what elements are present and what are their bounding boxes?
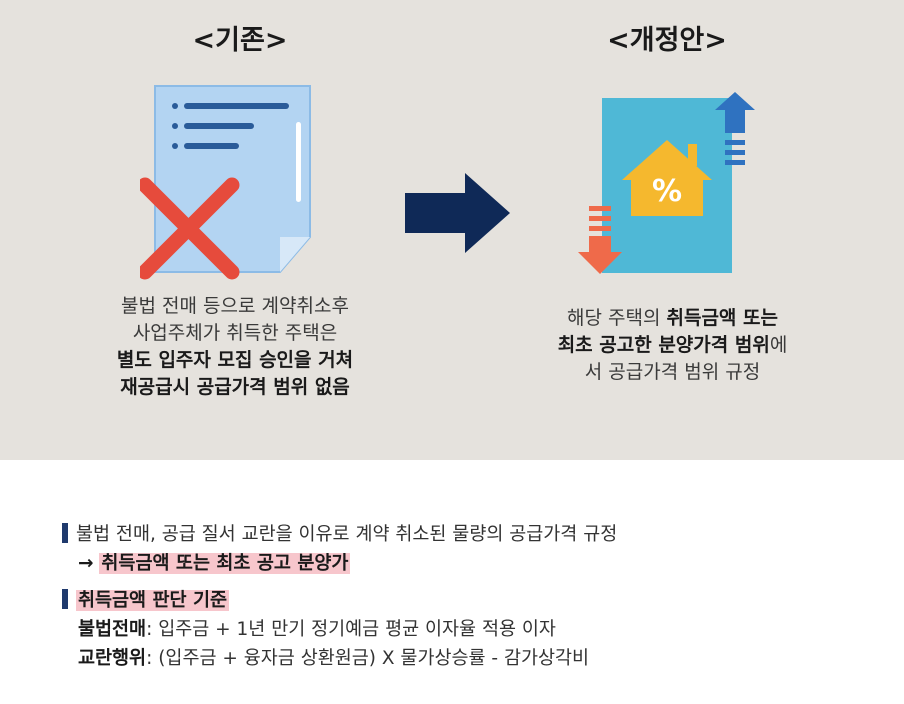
- existing-desc-line-bold: 재공급시 공급가격 범위 없음: [120, 376, 350, 398]
- comparison-panel: <기존> <개정안>: [0, 0, 904, 460]
- criteria-section: 불법 전매, 공급 질서 교란을 이유로 계약 취소된 물량의 공급가격 규정 …: [62, 520, 882, 673]
- list-item: 취득금액 판단 기준: [62, 586, 882, 615]
- criteria-text: : 입주금 + 1년 만기 정기예금 평균 이자율 적용 이자: [146, 619, 556, 640]
- house-percent-price-up-down-icon: %: [575, 88, 765, 287]
- heading-existing: <기존>: [192, 25, 288, 56]
- highlight-text: 취득금액 또는 최초 공고 분양가: [99, 553, 351, 574]
- svg-text:%: %: [652, 174, 682, 209]
- existing-description: 불법 전매 등으로 계약취소후 사업주체가 취득한 주택은 별도 입주자 모집 …: [40, 293, 430, 401]
- criteria-label: 불법전매: [78, 619, 147, 640]
- existing-desc-line: 사업주체가 취득한 주택은: [132, 322, 338, 344]
- existing-desc-line: 불법 전매 등으로 계약취소후: [121, 295, 349, 317]
- criteria-row: 교란행위: (입주금 + 융자금 상환원금) X 물가상승률 - 감가상각비: [62, 644, 882, 673]
- existing-desc-line-bold: 별도 입주자 모집 승인을 거쳐: [116, 349, 354, 371]
- bullet-marker: [62, 523, 68, 543]
- revision-desc-line: 최초 공고한 분양가격 범위에: [557, 334, 788, 356]
- document-with-red-x-icon: [137, 82, 330, 286]
- heading-revision: <개정안>: [607, 25, 727, 56]
- criteria-label: 교란행위: [78, 648, 147, 669]
- bullet-marker: [62, 589, 68, 609]
- section-title: 취득금액 판단 기준: [76, 590, 230, 611]
- revision-description: 해당 주택의 취득금액 또는 최초 공고한 분양가격 범위에 서 공급가격 범위…: [475, 305, 870, 386]
- right-arrow-icon: [405, 173, 510, 257]
- arrow-glyph: →: [78, 553, 94, 574]
- list-item-sub: → 취득금액 또는 최초 공고 분양가: [62, 549, 882, 578]
- revision-desc-line: 서 공급가격 범위 규정: [584, 361, 761, 383]
- criteria-text: : (입주금 + 융자금 상환원금) X 물가상승률 - 감가상각비: [146, 648, 590, 669]
- revision-desc-line: 해당 주택의 취득금액 또는: [567, 307, 778, 329]
- criteria-row: 불법전매: 입주금 + 1년 만기 정기예금 평균 이자율 적용 이자: [62, 615, 882, 644]
- list-item: 불법 전매, 공급 질서 교란을 이유로 계약 취소된 물량의 공급가격 규정: [62, 520, 882, 549]
